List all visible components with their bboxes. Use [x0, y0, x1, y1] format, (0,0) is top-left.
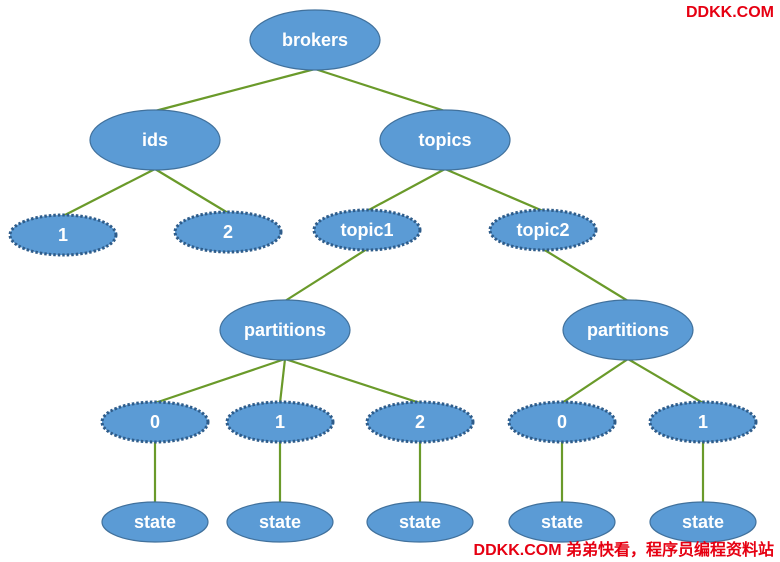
node-label-id1: 1 — [58, 225, 68, 245]
node-label-p1_2: 2 — [415, 412, 425, 432]
node-ellipse-p1_2 — [365, 400, 475, 444]
node-p2_0: 0 — [507, 400, 617, 444]
node-label-topic2: topic2 — [516, 220, 569, 240]
edge-brokers-ids — [154, 67, 316, 113]
edge-ids-id2 — [154, 168, 229, 214]
node-topic2: topic2 — [488, 208, 598, 252]
node-ellipse-p1_0 — [100, 400, 210, 444]
node-ellipse-parts1 — [219, 299, 351, 361]
node-parts1: partitions — [219, 299, 351, 361]
node-ellipse-p1_1 — [225, 400, 335, 444]
node-label-p1_1: 1 — [275, 412, 285, 432]
node-s2_1: state — [649, 501, 757, 543]
node-ellipse-s1_0 — [101, 501, 209, 543]
node-topics: topics — [379, 109, 511, 171]
node-topic1: topic1 — [312, 208, 422, 252]
node-p1_1: 1 — [225, 400, 335, 444]
edge-topics-topic1 — [366, 168, 446, 212]
node-s1_2: state — [366, 501, 474, 543]
edge-parts1-p1_1 — [278, 358, 287, 404]
node-id1: 1 — [8, 213, 118, 257]
node-ellipse-id1 — [8, 213, 118, 257]
node-label-s1_0: state — [134, 512, 176, 532]
edge-brokers-topics — [314, 67, 446, 113]
edge-ids-id1 — [62, 168, 156, 217]
node-s1_0: state — [101, 501, 209, 543]
node-ellipse-s1_2 — [366, 501, 474, 543]
node-label-p1_0: 0 — [150, 412, 160, 432]
node-ellipse-s1_1 — [226, 501, 334, 543]
node-ellipse-topic1 — [312, 208, 422, 252]
node-s2_0: state — [508, 501, 616, 543]
node-label-brokers: brokers — [282, 30, 348, 50]
node-label-p2_0: 0 — [557, 412, 567, 432]
node-label-parts2: partitions — [587, 320, 669, 340]
node-label-s2_0: state — [541, 512, 583, 532]
node-label-ids: ids — [142, 130, 168, 150]
node-ellipse-brokers — [249, 9, 381, 71]
node-ellipse-topic2 — [488, 208, 598, 252]
node-p1_0: 0 — [100, 400, 210, 444]
node-ellipse-id2 — [173, 210, 283, 254]
nodes-layer: brokers ids topics 1 2 topic1 topic2 partitions… — [8, 9, 758, 543]
node-label-s2_1: state — [682, 512, 724, 532]
node-label-id2: 2 — [223, 222, 233, 242]
edge-parts2-p2_1 — [627, 358, 704, 404]
node-ellipse-s2_0 — [508, 501, 616, 543]
node-ellipse-s2_1 — [649, 501, 757, 543]
edge-parts1-p1_2 — [284, 357, 421, 405]
node-label-p2_1: 1 — [698, 412, 708, 432]
node-p1_2: 2 — [365, 400, 475, 444]
node-brokers: brokers — [249, 9, 381, 71]
edge-parts2-p2_0 — [561, 358, 629, 404]
edge-parts1-p1_0 — [154, 357, 286, 405]
node-ellipse-topics — [379, 109, 511, 171]
node-ellipse-p2_1 — [648, 400, 758, 444]
edge-topics-topic2 — [444, 167, 544, 213]
node-ellipse-p2_0 — [507, 400, 617, 444]
node-ellipse-ids — [89, 109, 221, 171]
node-id2: 2 — [173, 210, 283, 254]
node-label-s1_1: state — [259, 512, 301, 532]
edges-layer — [62, 67, 705, 503]
node-ids: ids — [89, 109, 221, 171]
node-s1_1: state — [226, 501, 334, 543]
node-parts2: partitions — [562, 299, 694, 361]
node-ellipse-parts2 — [562, 299, 694, 361]
node-label-parts1: partitions — [244, 320, 326, 340]
edge-topic2-parts2 — [542, 248, 629, 302]
watermark-bottom: DDKK.COM 弟弟快看，程序员编程资料站 — [473, 542, 774, 559]
node-label-s1_2: state — [399, 512, 441, 532]
watermark-top: DDKK.COM — [686, 4, 774, 21]
edge-topic1-parts1 — [284, 248, 368, 302]
node-p2_1: 1 — [648, 400, 758, 444]
node-label-topic1: topic1 — [340, 220, 393, 240]
node-label-topics: topics — [418, 130, 471, 150]
